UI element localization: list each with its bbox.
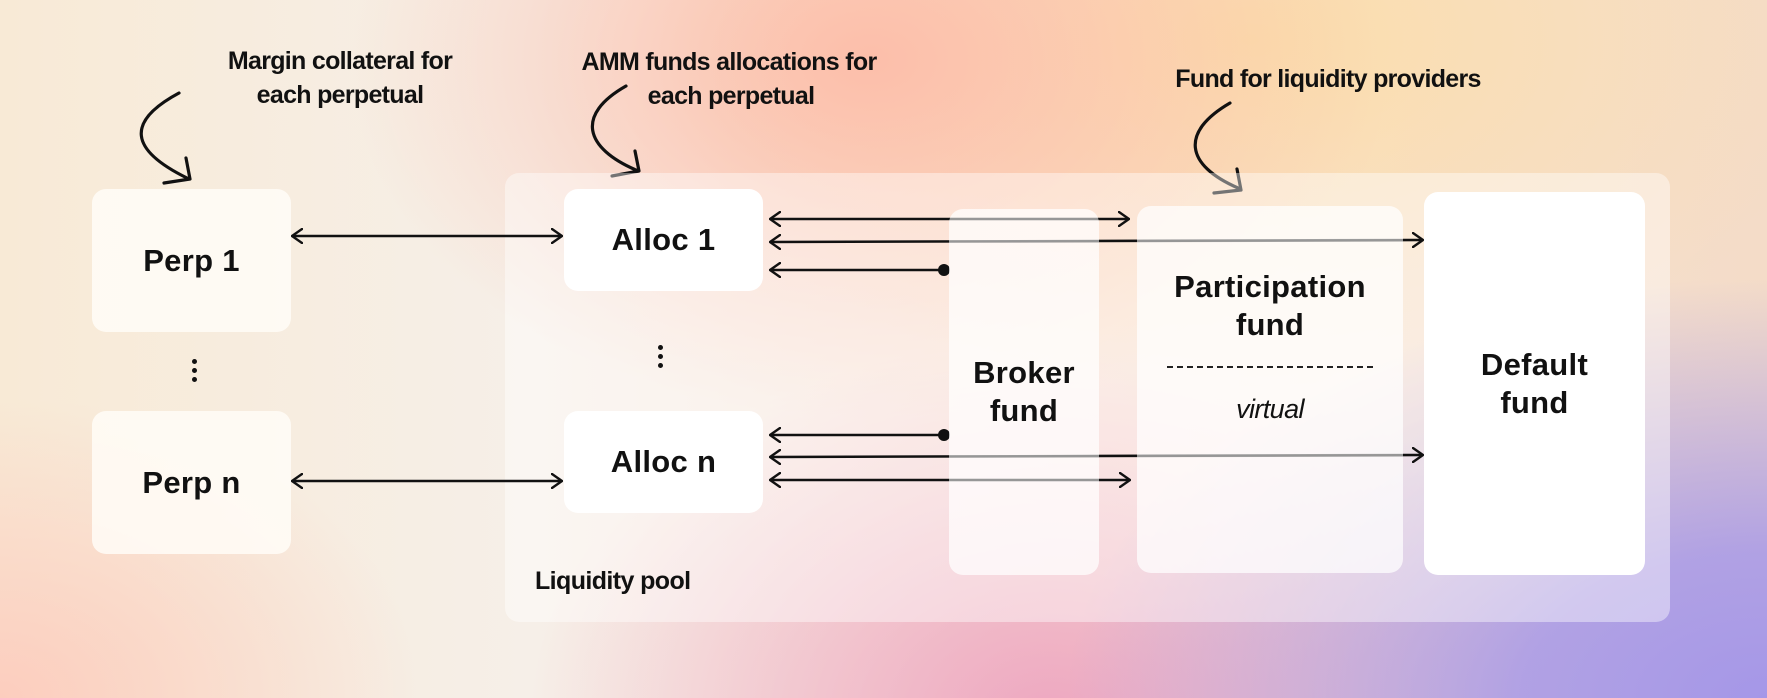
curved-arrow-lp [1193, 101, 1240, 190]
default-fund-label-line1: Default [1480, 346, 1589, 382]
vertical-ellipsis-icon [192, 359, 198, 386]
alloc-1-box: Alloc 1 [564, 189, 763, 291]
alloc-n-label: Alloc n [610, 444, 717, 479]
perp-n-label: Perp n [142, 464, 241, 500]
perp-n-box: Perp n [92, 411, 291, 554]
broker-dot-bottom [938, 429, 950, 441]
curved-arrow-margin-head [162, 156, 192, 185]
annotation-lp-fund: Fund for liquidity providers [1175, 65, 1481, 93]
dashed-divider [1167, 366, 1373, 368]
participation-fund-title: Participation fund [1137, 268, 1403, 344]
liquidity-pool-label: Liquidity pool [535, 567, 691, 595]
participation-fund-box: Participation fund virtual [1137, 206, 1403, 573]
vertical-ellipsis-icon [658, 345, 664, 372]
broker-fund-box: Broker fund [949, 209, 1099, 575]
annotation-amm-line2: each perpetual [647, 82, 815, 110]
annotation-amm-line1: AMM funds allocations for [581, 48, 877, 76]
broker-dot-top [938, 264, 950, 276]
alloc-n-box: Alloc n [564, 411, 763, 513]
perp-1-box: Perp 1 [92, 189, 291, 332]
annotation-margin-line1: Margin collateral for [227, 47, 453, 75]
curved-arrow-lp-head [1212, 167, 1243, 195]
participation-fund-note: virtual [1236, 394, 1304, 424]
perp-1-label: Perp 1 [143, 242, 240, 278]
alloc-1-label: Alloc 1 [611, 222, 716, 257]
default-fund-box: Default fund [1424, 192, 1645, 575]
default-fund-label-line2: fund [1500, 384, 1569, 420]
participation-fund-label-line2: fund [1235, 307, 1305, 342]
annotation-margin-line2: each perpetual [256, 81, 424, 109]
broker-fund-label-line1: Broker [973, 355, 1075, 390]
broker-fund-label-line2: fund [989, 393, 1059, 428]
curved-arrow-amm [590, 84, 638, 172]
participation-fund-label-line1: Participation [1174, 269, 1366, 304]
annotation-margin: Margin collateral for each perpetual [218, 44, 462, 112]
curved-arrow-amm-head [610, 149, 641, 178]
annotation-amm: AMM funds allocations for each perpetual [566, 45, 892, 113]
curved-arrow-margin [139, 91, 189, 180]
